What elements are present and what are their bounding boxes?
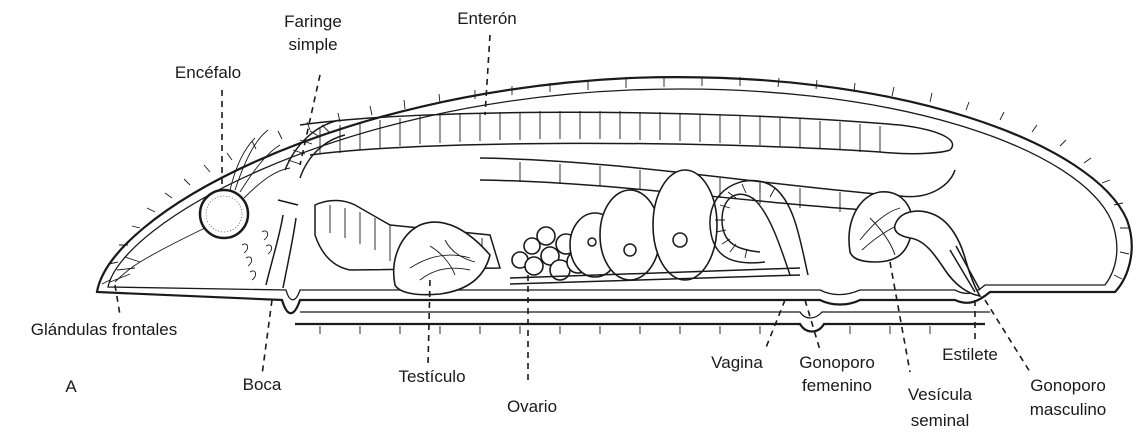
labels: Faringe simple Enterón Encéfalo Glándula…: [31, 9, 1107, 430]
brain: [110, 130, 290, 282]
ovario-cell: [525, 257, 543, 275]
label-estilete: Estilete: [942, 345, 998, 364]
nerve-fibers: [110, 130, 290, 282]
egg: [653, 170, 717, 280]
label-vesicula-line1: Vesícula: [908, 385, 973, 404]
label-ovario: Ovario: [507, 397, 557, 416]
label-faringe-line1: Faringe: [284, 12, 342, 31]
label-faringe-line2: simple: [288, 35, 337, 54]
vagina-loop-lines: [715, 182, 775, 258]
label-figure-letter: A: [65, 377, 77, 396]
label-enteron: Enterón: [457, 9, 517, 28]
label-boca: Boca: [243, 375, 282, 394]
label-vesicula-line2: seminal: [911, 411, 970, 430]
label-encefalo: Encéfalo: [175, 63, 241, 82]
label-gonoporo-femenino-line2: femenino: [802, 376, 872, 395]
label-glandulas-frontales: Glándulas frontales: [31, 320, 177, 339]
leader-boca: [262, 300, 272, 375]
eye-lobes: [242, 231, 272, 280]
label-testiculo: Testículo: [398, 367, 465, 386]
leader-glandulas: [115, 285, 120, 315]
encefalo-ganglion: [200, 190, 248, 238]
male-organ: [895, 211, 980, 296]
ventral-wall-inner: [300, 312, 990, 318]
enteron-cross-lines: [320, 111, 880, 212]
leader-gonoporo-femenino: [805, 300, 820, 350]
label-gonoporo-masculino-line2: masculino: [1030, 400, 1107, 419]
vagina-loop: [710, 180, 808, 275]
enteron-lower-wall: [310, 143, 950, 155]
label-gonoporo-masculino-line1: Gonoporo: [1030, 376, 1106, 395]
vitelline-eggs: [570, 170, 717, 280]
label-gonoporo-femenino-line1: Gonoporo: [799, 353, 875, 372]
leader-vesicula: [890, 262, 910, 372]
pharynx-tube: [278, 120, 345, 205]
ovario-cell: [537, 227, 555, 245]
label-vagina: Vagina: [711, 353, 763, 372]
egg: [600, 190, 660, 280]
leader-enteron: [485, 35, 490, 115]
enteron-upper-wall: [300, 112, 953, 150]
